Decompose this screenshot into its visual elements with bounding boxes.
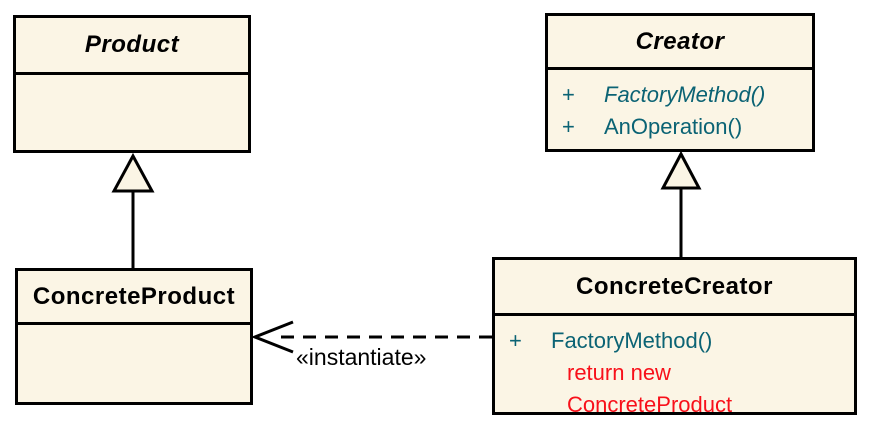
visibility-plus: + xyxy=(509,328,522,353)
pseudocode-concrete-product: ConcreteProduct xyxy=(567,392,733,417)
visibility-plus: + xyxy=(562,82,575,107)
generalization-concretecreator-creator xyxy=(660,150,702,257)
class-concrete-creator: ConcreteCreator + FactoryMethod() return… xyxy=(492,257,857,417)
method-name: AnOperation() xyxy=(604,114,743,139)
class-concrete-creator-body: + FactoryMethod() return new ConcretePro… xyxy=(495,316,854,430)
class-creator-body: + FactoryMethod() + AnOperation() xyxy=(548,70,812,152)
class-product-body xyxy=(16,75,248,150)
method-anoperation: + AnOperation() xyxy=(562,114,802,140)
class-concrete-product: ConcreteProduct xyxy=(15,268,253,405)
method-name: FactoryMethod() xyxy=(551,328,713,353)
class-product: Product xyxy=(13,15,251,153)
visibility-plus: + xyxy=(562,114,575,139)
method-name: FactoryMethod() xyxy=(604,82,766,107)
class-concrete-creator-title: ConcreteCreator xyxy=(495,260,854,316)
class-creator-title: Creator xyxy=(548,16,812,70)
generalization-concreteproduct-product xyxy=(111,152,155,268)
method-factorymethod-impl: + FactoryMethod() xyxy=(509,328,844,354)
class-concrete-product-title: ConcreteProduct xyxy=(18,271,250,325)
instantiate-label: «instantiate» xyxy=(296,344,427,370)
class-product-title: Product xyxy=(16,18,248,75)
class-concrete-product-body xyxy=(18,325,250,402)
class-creator: Creator + FactoryMethod() + AnOperation(… xyxy=(545,13,815,152)
method-factorymethod-abstract: + FactoryMethod() xyxy=(562,82,802,108)
pseudocode-return-new: return new xyxy=(567,360,671,385)
